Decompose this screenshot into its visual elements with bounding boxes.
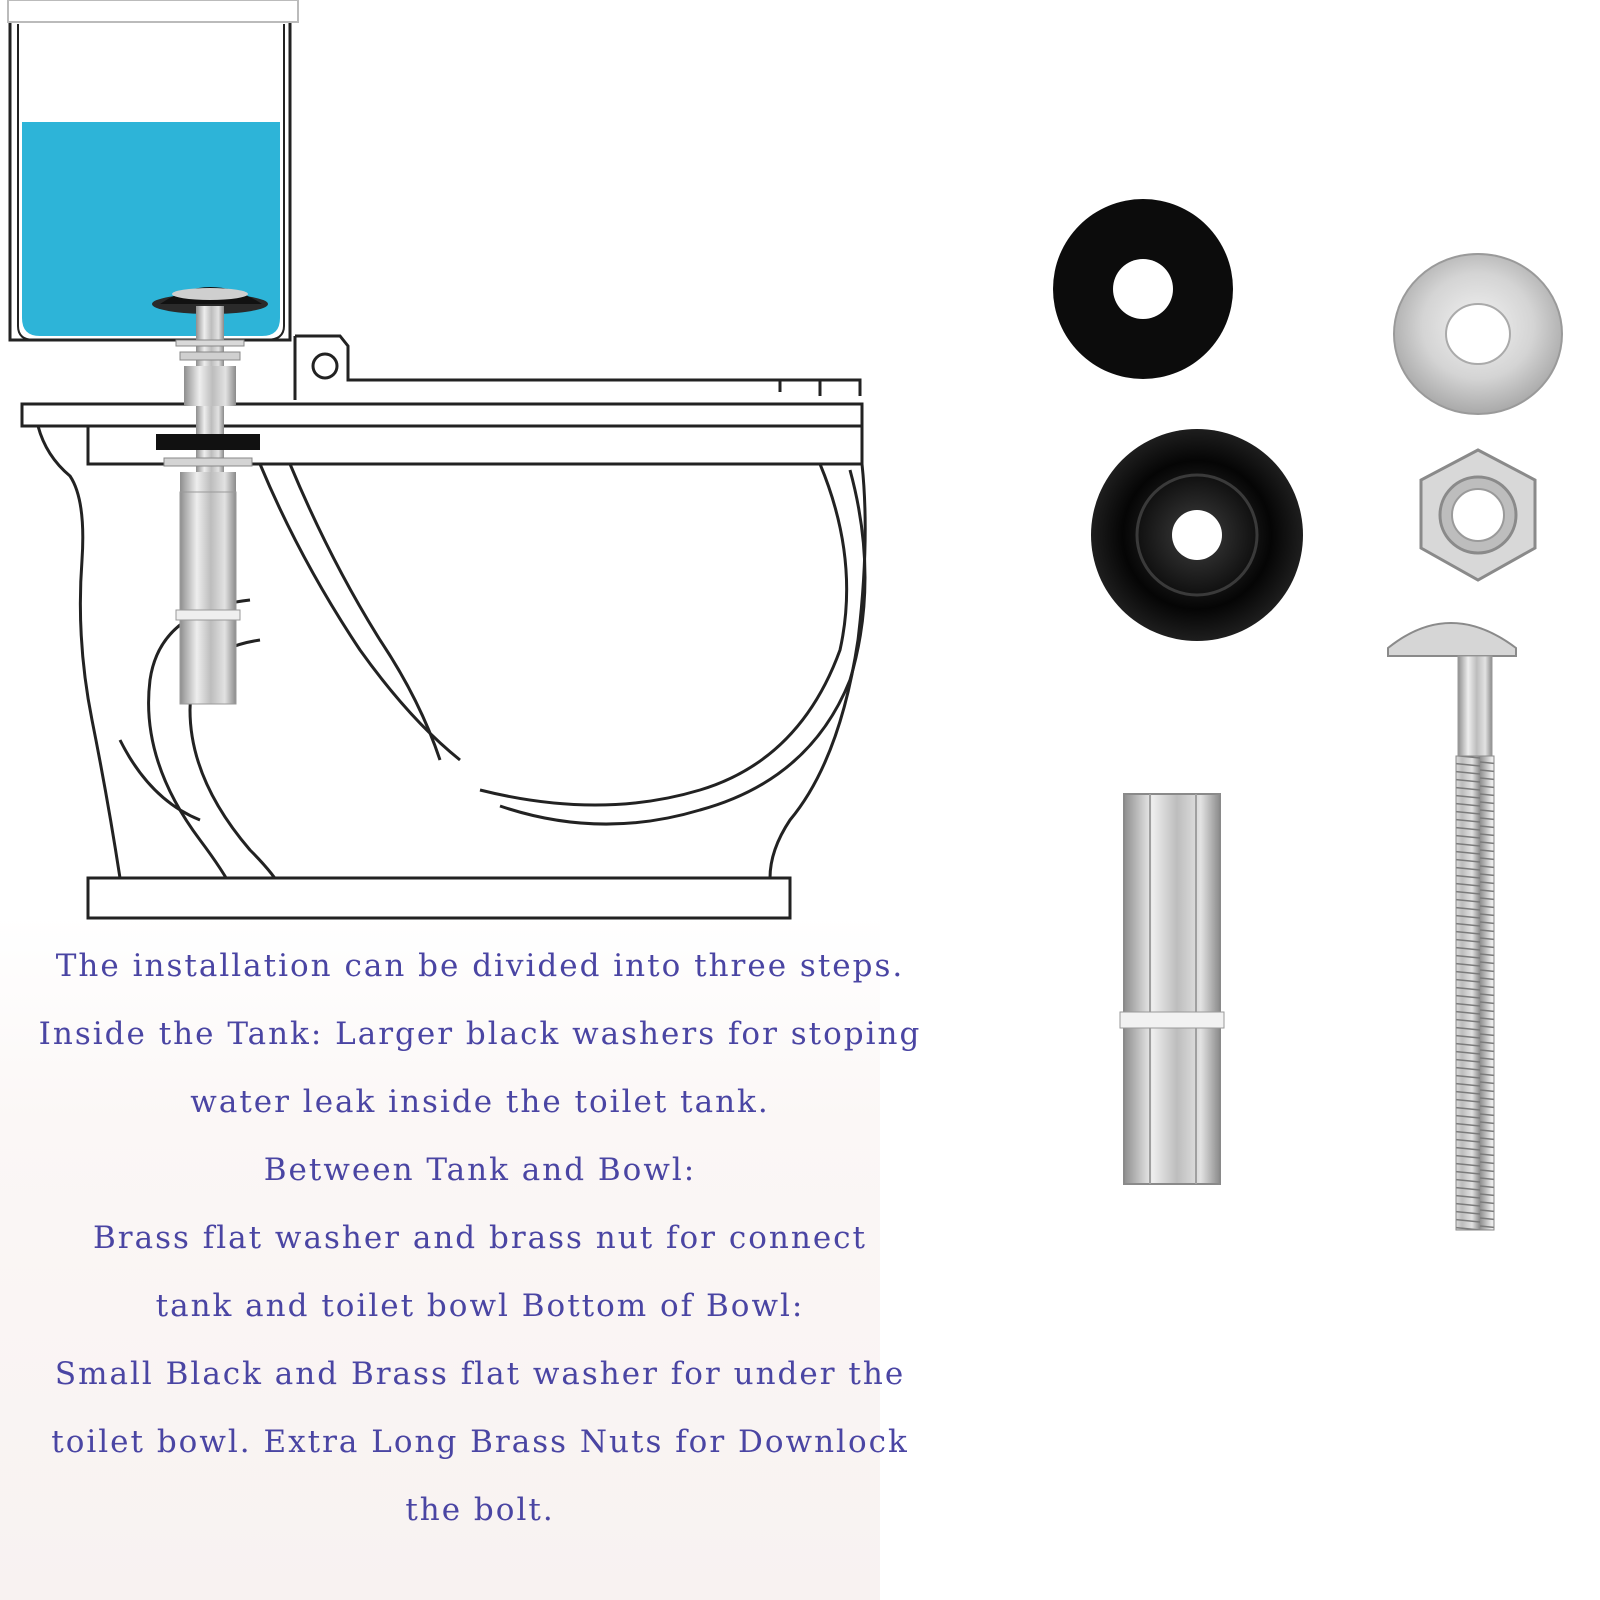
- installed-bolt-assembly: [152, 287, 268, 705]
- hex-nut-group: [1419, 448, 1537, 582]
- bolt-group: [1387, 622, 1517, 1231]
- instruction-line: Inside the Tank: Larger black washers fo…: [38, 1016, 922, 1052]
- instruction-line: Small Black and Brass flat washer for un…: [54, 1356, 906, 1392]
- toilet-tank: [7, 0, 299, 342]
- instruction-line: toilet bowl. Extra Long Brass Nuts for D…: [51, 1424, 909, 1460]
- long-nut-group: [1119, 793, 1225, 1185]
- instruction-line: tank and toilet bowl Bottom of Bowl:: [155, 1288, 805, 1324]
- installation-instructions: The installation can be divided into thr…: [0, 932, 960, 1544]
- long-coupling-nut-icon: [1123, 793, 1221, 1185]
- instruction-line: the bolt.: [405, 1492, 555, 1528]
- instruction-line: Brass flat washer and brass nut for conn…: [93, 1220, 867, 1256]
- instruction-line: The installation can be divided into thr…: [55, 948, 905, 984]
- instruction-line: Between Tank and Bowl:: [263, 1152, 697, 1188]
- toilet-diagram-icon: [7, 0, 867, 920]
- instruction-line: water leak inside the toilet tank.: [190, 1084, 770, 1120]
- flat-washer-group: [1393, 253, 1563, 415]
- cone-washer-group: [1091, 429, 1303, 641]
- tank-water: [22, 122, 280, 336]
- text-background-panel: [0, 915, 880, 1600]
- large-washer-group: [1053, 199, 1233, 379]
- bolt-icon: [1387, 622, 1517, 657]
